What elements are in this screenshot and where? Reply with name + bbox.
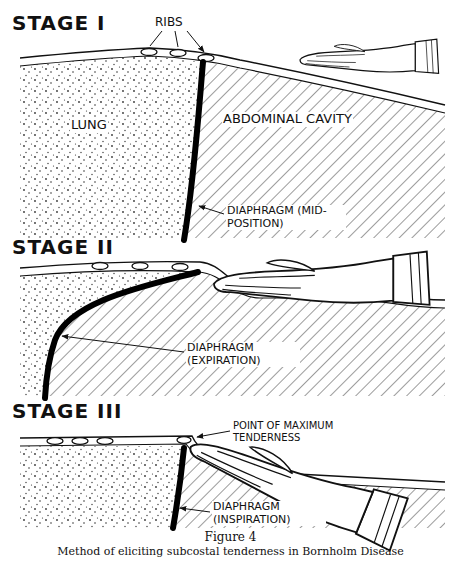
diaphragm [173,448,184,528]
rib-section [170,50,186,57]
rib-section [97,438,113,445]
part-label: RIBS [155,16,183,30]
rib-section [92,263,108,270]
rib-section [141,49,157,56]
examiner-hand [214,252,430,305]
part-label: ABDOMINAL CAVITY [222,112,353,127]
stage-label: STAGE I [12,12,105,35]
rib-section [132,263,148,270]
stage-label: STAGE III [12,400,122,423]
stage-two-drawing [20,252,445,398]
abdominal-hatching [186,62,445,238]
leader-line [150,31,204,52]
leader-line [180,508,210,512]
leader-line [197,431,230,437]
part-label: LUNG [70,118,108,133]
lung-area [20,56,203,238]
diaphragm [45,272,198,398]
figure-caption: Method of eliciting subcostal tenderness… [0,546,461,559]
part-label: DIAPHRAGM (MID-POSITION) [226,205,346,230]
examiner-hand [300,39,439,73]
lung-area [20,446,184,528]
part-label: POINT OF MAXIMUM TENDERNESS [232,420,374,443]
figure-number: Figure 4 [0,531,461,545]
part-label: DIAPHRAGM (EXPIRATION) [186,342,300,367]
rib-section [72,438,88,445]
leader-line [62,336,184,352]
stage-one-drawing [20,31,445,240]
rib-section [172,264,188,271]
leader-line [199,206,224,214]
rib-section [47,438,63,445]
rib-section [198,55,214,62]
part-label: DIAPHRAGM (INSPIRATION) [212,501,326,526]
rib-section [177,437,191,444]
diaphragm [184,62,203,240]
stage-label: STAGE II [12,236,114,259]
